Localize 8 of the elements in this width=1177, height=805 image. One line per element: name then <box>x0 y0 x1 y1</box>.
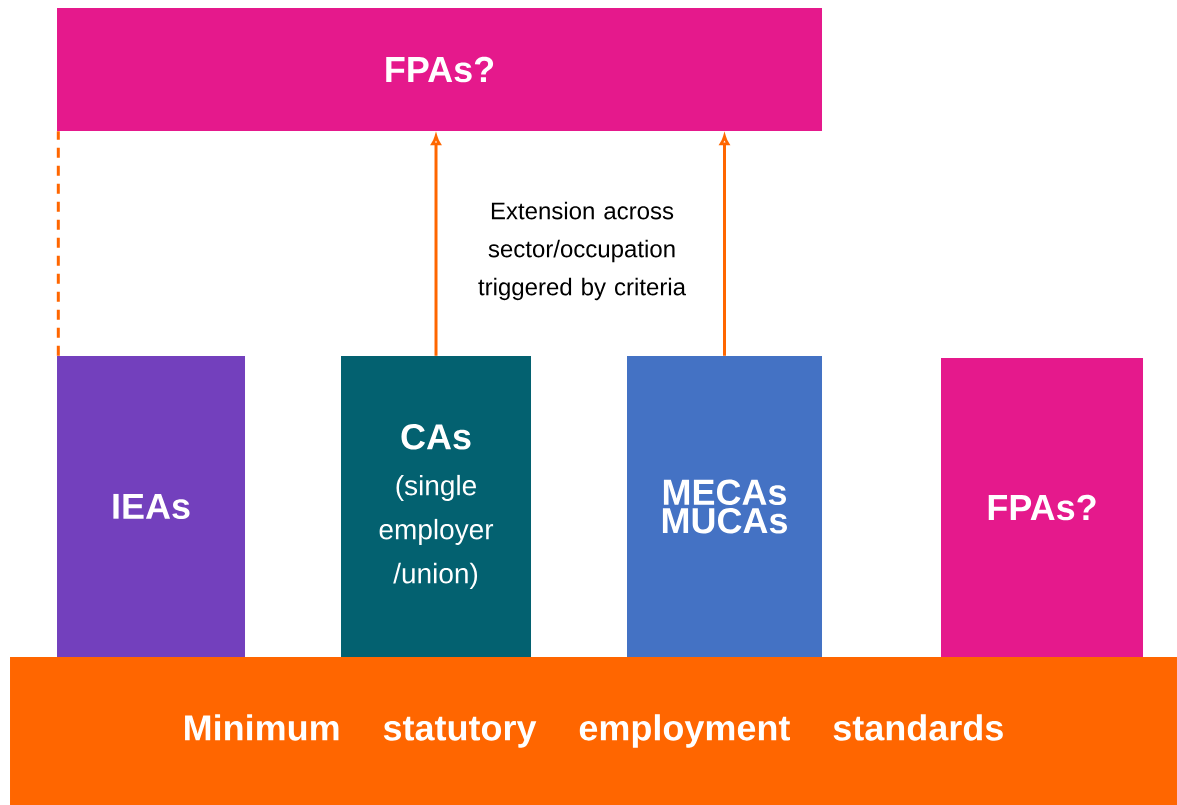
agreement-column: IEAs <box>57 356 245 657</box>
arrow <box>431 134 441 356</box>
annotation-text: Extension across sector/occupation triggered by criteria <box>478 201 686 301</box>
agreement-box: FPAs? <box>57 8 822 131</box>
agreement-column: MECAs MUCAs <box>627 356 822 657</box>
base-band: Minimum statutory employment standards <box>10 657 1177 805</box>
agreement-column: FPAs? <box>941 358 1143 657</box>
agreement-column: CAs (single employer /union) <box>341 356 531 657</box>
